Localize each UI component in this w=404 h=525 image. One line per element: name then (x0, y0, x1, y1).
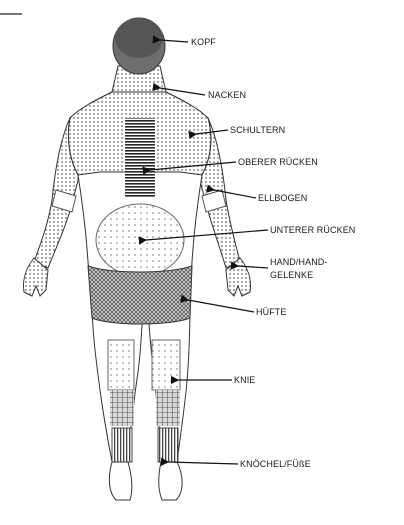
label-hands-line2: GELENKE (270, 270, 313, 280)
label-hands-line1: HAND/HAND- (270, 257, 328, 267)
right-knee (152, 340, 180, 390)
pointer-ankles (168, 462, 238, 464)
left-knee (108, 340, 134, 390)
right-calf (156, 390, 180, 426)
upper-back-spine (125, 118, 155, 198)
left-foot (109, 462, 131, 500)
label-upper-back: OBERER RÜCKEN (238, 157, 318, 167)
hip-region (88, 266, 192, 324)
right-foot (159, 462, 182, 500)
label-head: KOPF (191, 37, 216, 47)
head-hair (115, 18, 163, 58)
pointer-hips (188, 300, 254, 312)
right-ankle (158, 428, 178, 462)
label-knees: KNIE (234, 375, 255, 385)
lower-back-region (96, 204, 184, 276)
label-lower-back: UNTERER RÜCKEN (270, 225, 355, 235)
label-elbows: ELLBOGEN (258, 193, 307, 203)
label-ankles-feet: KNÖCHEL/FÜßE (240, 459, 311, 469)
label-hips: HÜFTE (256, 307, 287, 317)
left-calf (110, 390, 134, 426)
left-ankle (112, 428, 132, 462)
label-shoulders: SCHULTERN (230, 125, 285, 135)
label-neck: NACKEN (208, 90, 246, 100)
labels: KOPF NACKEN SCHULTERN OBERER RÜCKEN ELLB… (191, 37, 355, 469)
